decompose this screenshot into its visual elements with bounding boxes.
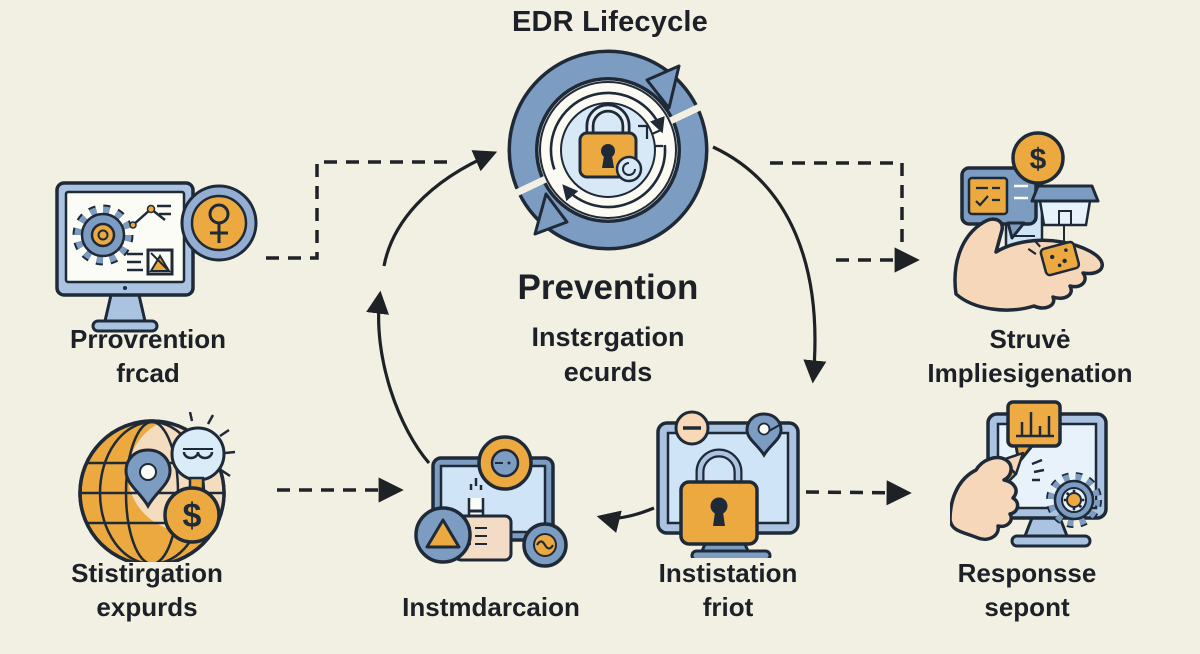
center-heading: Prevention xyxy=(517,268,699,307)
dashed-connector-topleft xyxy=(266,160,452,260)
warning-triangle-icon xyxy=(414,506,472,564)
svg-text:$: $ xyxy=(1030,143,1047,176)
diagram-title: EDR Lifecycle xyxy=(511,6,709,38)
wave-circle-icon xyxy=(522,522,568,568)
dollar-circle-icon: $ xyxy=(163,486,221,544)
label-top-left: Prrovɾention frcad xyxy=(69,324,227,388)
cash-token-icon xyxy=(1027,239,1081,277)
label-bottom-mid: Instistation friot xyxy=(658,558,798,622)
location-pin-icon xyxy=(124,448,172,510)
cycle-arrowhead-top xyxy=(645,64,681,110)
globe-location-dollar-icon: $ xyxy=(78,412,236,562)
gear-icon xyxy=(1046,472,1102,528)
label-bottom-center: Instmdarcaion xyxy=(402,592,580,622)
arrow-lock-to-center xyxy=(596,506,655,533)
arc-into-cycle xyxy=(382,150,498,267)
center-text-block: Prevention Instɛrgation ecurds xyxy=(518,268,699,390)
monitor-alert-scan-icon xyxy=(414,435,568,568)
svg-text:$: $ xyxy=(183,497,202,535)
cycle-arrowhead-bottom xyxy=(533,192,569,236)
monitor-gear-analytics-icon xyxy=(55,181,258,333)
chat-bubble-icon xyxy=(960,166,1038,240)
monitor-padlock-icon xyxy=(656,410,800,558)
bar-chart-bubble-icon xyxy=(1006,400,1062,464)
female-symbol-badge xyxy=(180,184,258,262)
padlock-icon xyxy=(679,448,759,546)
center-subline-1: Instɛrgation xyxy=(531,322,685,352)
dollar-coin-icon: $ xyxy=(1011,131,1065,185)
eye-ring-icon xyxy=(477,435,533,491)
location-pin-icon xyxy=(745,412,784,458)
hand xyxy=(953,217,1104,312)
hand-payment-items-icon: $ xyxy=(953,131,1104,312)
arc-cycle-to-lock xyxy=(712,145,827,384)
hand-pencil-monitor-gear-icon xyxy=(950,400,1108,548)
cycle-lock-icon xyxy=(507,49,709,251)
dashed-connector-topright-1 xyxy=(770,161,904,246)
dashed-connector-lock-right xyxy=(805,480,912,506)
center-subline-2: ecurds xyxy=(563,357,653,387)
hand xyxy=(950,455,1020,541)
minus-circle-icon xyxy=(674,410,710,446)
label-top-right: Struvė Impliesigenation xyxy=(927,324,1133,388)
gear-icon xyxy=(72,204,134,266)
label-bottom-right: Responsse sepont xyxy=(957,558,1097,622)
label-bottom-left: Stistirgation expurds xyxy=(71,558,223,622)
sun-glasses-icon xyxy=(170,412,236,491)
